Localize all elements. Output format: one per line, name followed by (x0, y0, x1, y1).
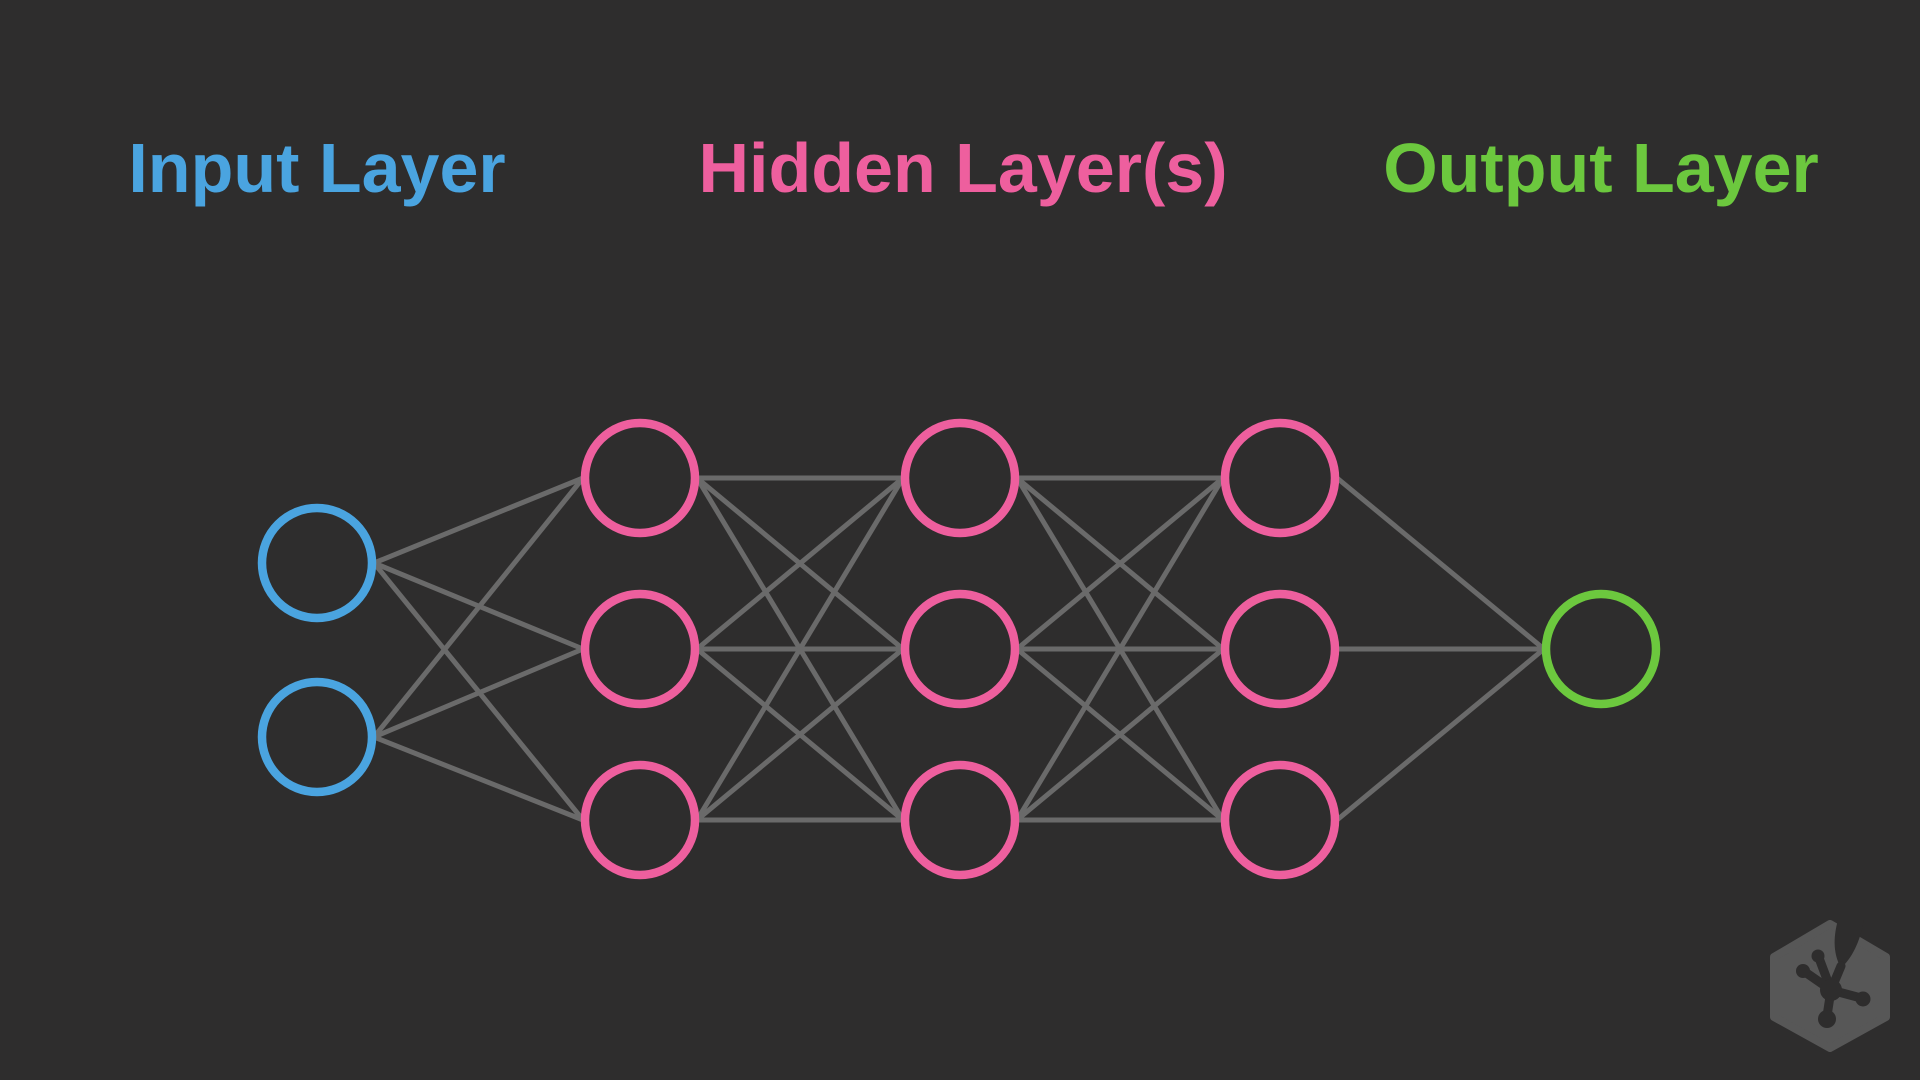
hexagon-frog-foot-logo (1770, 920, 1890, 1052)
edge-hidden-1-3-to-hidden-2-2 (695, 647, 905, 822)
edge-input-2-to-hidden-1-2 (373, 646, 584, 740)
node-hidden-3-1 (1220, 418, 1340, 538)
node-hidden-2-2 (900, 589, 1020, 709)
edge-input-1-to-hidden-1-1 (373, 475, 584, 566)
node-hidden-2-3 (900, 760, 1020, 880)
edge-hidden-1-3-to-hidden-2-1 (694, 476, 906, 822)
node-hidden-2-1 (900, 418, 1020, 538)
edge-hidden-3-3-to-output-1 (1335, 647, 1546, 822)
node-hidden-3-2 (1220, 589, 1340, 709)
edge-hidden-1-2-to-hidden-2-1 (695, 476, 905, 651)
node-hidden-1-3 (580, 760, 700, 880)
hidden-layer-label: Hidden Layer(s) (698, 129, 1228, 207)
node-hidden-3-3 (1220, 760, 1340, 880)
node-input-1 (257, 503, 377, 623)
edge-hidden-2-3-to-hidden-3-2 (1015, 647, 1225, 822)
output-layer-label: Output Layer (1383, 129, 1819, 207)
frog-foot-icon (1796, 920, 1871, 1028)
edge-input-2-to-hidden-1-3 (373, 734, 584, 823)
edge-hidden-2-2-to-hidden-3-1 (1015, 476, 1225, 651)
input-layer-label: Input Layer (128, 129, 506, 207)
node-input-2 (257, 677, 377, 797)
edge-input-2-to-hidden-1-1 (372, 476, 585, 739)
node-hidden-1-2 (580, 589, 700, 709)
edge-hidden-3-1-to-output-1 (1335, 476, 1546, 651)
node-hidden-1-1 (580, 418, 700, 538)
edge-hidden-2-3-to-hidden-3-1 (1014, 476, 1226, 822)
node-output-1 (1541, 589, 1661, 709)
